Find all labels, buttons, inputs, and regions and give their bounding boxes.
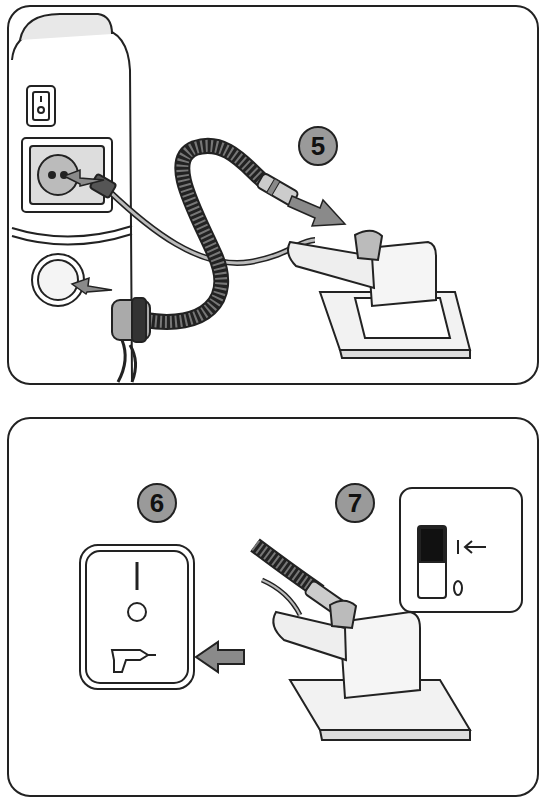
switch-panel <box>80 545 244 689</box>
direction-arrows <box>64 170 345 294</box>
callout-number: 6 <box>150 490 164 516</box>
callout-circle: 5 <box>298 126 338 166</box>
callout-number: 7 <box>348 490 362 516</box>
callout-number: 5 <box>311 133 325 159</box>
suction-hose <box>112 146 299 342</box>
panel-frames <box>8 6 538 796</box>
power-tool <box>255 545 470 740</box>
switch-icon <box>400 488 522 612</box>
callout-circle: 6 <box>137 483 177 523</box>
callout-circle: 7 <box>335 483 375 523</box>
power-tool <box>288 231 470 358</box>
